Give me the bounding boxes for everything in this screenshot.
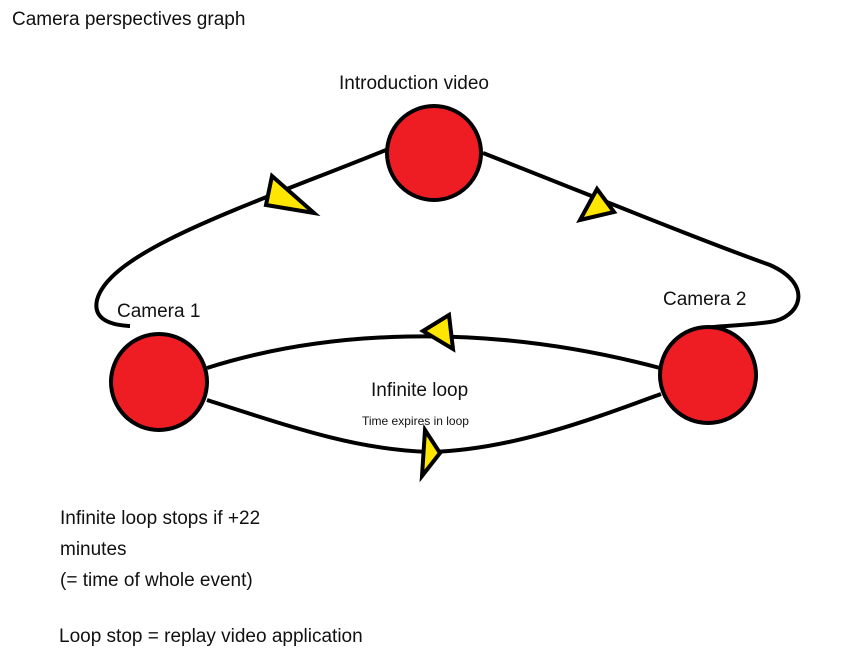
arrow-to-camera2-top: [576, 185, 618, 223]
page-title: Camera perspectives graph: [12, 9, 246, 30]
arrow-to-camera1-top: [263, 172, 321, 217]
edge-intro-to-camera1: [94, 148, 387, 328]
node-camera-2: [658, 325, 758, 425]
node-camera-1: [109, 332, 209, 432]
loop-stop-note: Infinite loop stops if +22 minutes (= ti…: [60, 503, 260, 596]
label-camera-2: Camera 2: [663, 289, 746, 310]
edge-intro-to-camera2: [482, 151, 801, 330]
label-time-expires: Time expires in loop: [362, 414, 469, 428]
note-line-2: minutes: [60, 539, 127, 560]
arrow-loop-upper: [419, 311, 456, 353]
loop-stop-text: Loop stop = replay video application: [59, 626, 363, 647]
note-line-3: (= time of whole event): [60, 570, 253, 591]
arrow-loop-lower: [419, 423, 443, 483]
note-line-1: Infinite loop stops if +22: [60, 508, 261, 529]
edge-camera2-to-camera1: [206, 334, 661, 370]
node-introduction-video: [385, 104, 483, 202]
label-camera-1: Camera 1: [117, 301, 200, 322]
label-infinite-loop: Infinite loop: [371, 380, 468, 401]
label-introduction-video: Introduction video: [339, 73, 489, 94]
